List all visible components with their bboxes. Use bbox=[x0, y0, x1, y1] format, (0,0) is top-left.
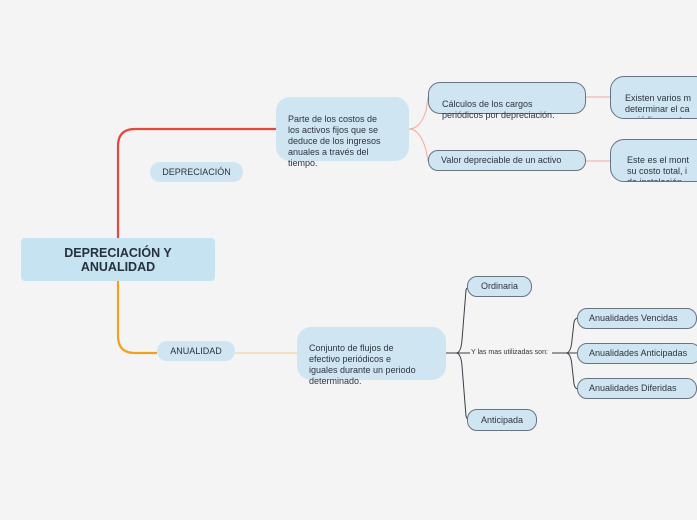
ordinaria-node[interactable]: Ordinaria bbox=[467, 276, 532, 297]
anualidades-diferidas-node[interactable]: Anualidades Diferidas bbox=[577, 378, 697, 399]
anualidades-anticipadas-node[interactable]: Anualidades Anticipadas bbox=[577, 343, 697, 364]
link-desc-to-valor bbox=[408, 128, 429, 162]
anualidad-node[interactable]: ANUALIDAD bbox=[157, 341, 235, 361]
anualidades-anticipadas-label: Anualidades Anticipadas bbox=[589, 348, 688, 358]
valor-detail-text: Este es el mont su costo total, i de ins… bbox=[627, 155, 690, 182]
anualidad-label: ANUALIDAD bbox=[170, 345, 222, 356]
depreciacion-node[interactable]: DEPRECIACIÓN bbox=[150, 162, 243, 182]
link-anual-to-ordinaria bbox=[446, 286, 471, 354]
calculo-cargos-label: Cálculos de los cargos periódicos por de… bbox=[442, 99, 555, 120]
link-label-to-most-used bbox=[552, 317, 579, 390]
depreciacion-description: Parte de los costos de los activos fijos… bbox=[288, 114, 381, 168]
anualidad-description-node[interactable]: Conjunto de flujos de efectivo periódico… bbox=[297, 327, 446, 386]
valor-detail-node[interactable]: Este es el mont su costo total, i de ins… bbox=[610, 139, 697, 182]
anticipada-node[interactable]: Anticipada bbox=[467, 409, 537, 431]
valor-depreciable-label: Valor depreciable de un activo bbox=[441, 155, 562, 165]
calculo-cargos-node[interactable]: Cálculos de los cargos periódicos por de… bbox=[428, 82, 586, 120]
link-desc-to-calc bbox=[408, 96, 429, 130]
anticipada-label: Anticipada bbox=[480, 414, 524, 425]
anualidades-vencidas-label: Anualidades Vencidas bbox=[589, 313, 678, 323]
connector-label: Y las mas utilizadas son: bbox=[471, 349, 548, 356]
branch-top-line bbox=[116, 127, 276, 238]
anualidad-description: Conjunto de flujos de efectivo periódico… bbox=[309, 343, 416, 386]
calculo-detail-text: Existen varios m determinar el ca periód… bbox=[625, 93, 692, 118]
anualidades-diferidas-label: Anualidades Diferidas bbox=[589, 383, 677, 393]
link-anual-to-anticipada bbox=[446, 352, 471, 421]
depreciacion-description-node[interactable]: Parte de los costos de los activos fijos… bbox=[276, 97, 409, 168]
branch-bottom-line bbox=[116, 281, 157, 355]
anualidades-vencidas-node[interactable]: Anualidades Vencidas bbox=[577, 308, 697, 329]
ordinaria-label: Ordinaria bbox=[480, 281, 518, 291]
root-node[interactable]: DEPRECIACIÓN Y ANUALIDAD bbox=[21, 238, 215, 281]
depreciacion-label: DEPRECIACIÓN bbox=[162, 166, 231, 177]
valor-depreciable-node[interactable]: Valor depreciable de un activo bbox=[428, 150, 586, 171]
calculo-detail-node[interactable]: Existen varios m determinar el ca periód… bbox=[610, 76, 697, 119]
root-label: DEPRECIACIÓN Y ANUALIDAD bbox=[64, 245, 172, 274]
